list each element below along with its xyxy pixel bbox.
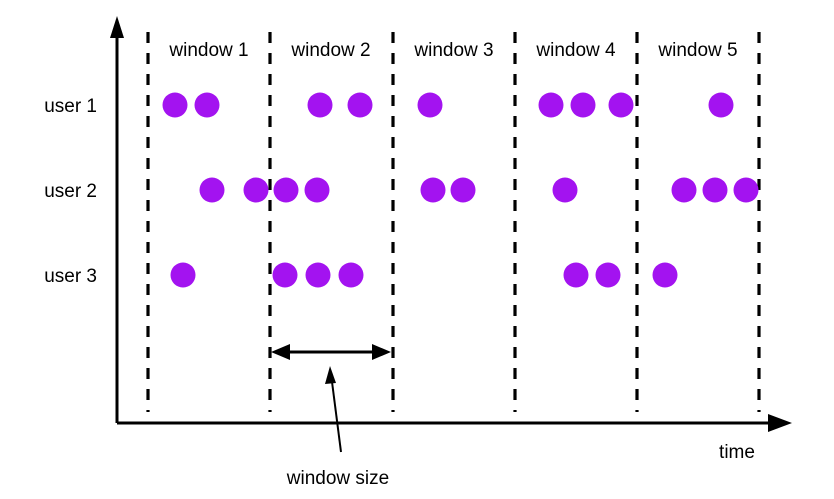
event-dot [420,177,446,203]
event-dot [702,177,728,203]
x-axis-label: time [719,442,755,463]
event-dot [305,262,331,288]
event-dots-user-1 [162,92,734,118]
window-label-2: window 2 [290,40,370,61]
event-dot [595,262,621,288]
event-dot [162,92,188,118]
event-dot [307,92,333,118]
event-dot [194,92,220,118]
event-dot [563,262,589,288]
event-dot [304,177,330,203]
window-size-leader-line [330,373,342,453]
row-label-user-2: user 2 [44,181,97,202]
window-label-1: window 1 [168,40,248,61]
window-labels-group: window 1 window 2 window 3 window 4 wind… [168,40,737,61]
window-size-measurement [271,344,391,360]
event-dot [552,177,578,203]
event-dot [708,92,734,118]
window-label-5: window 5 [657,40,737,61]
row-label-user-3: user 3 [44,266,97,287]
event-dot [338,262,364,288]
event-dot [273,177,299,203]
event-dot [243,177,269,203]
window-label-4: window 4 [535,40,616,61]
axes-group: time [110,16,792,463]
event-dot [608,92,634,118]
event-dots-user-2 [199,177,759,203]
window-size-label: window size [286,468,389,489]
event-dot [652,262,678,288]
window-separators-group [146,32,761,412]
event-dots-user-3 [170,262,678,288]
window-size-leader-arrowhead-icon [325,366,336,384]
event-dot [671,177,697,203]
window-size-leader: window size [286,366,389,489]
event-dot [570,92,596,118]
user-row-labels-group: user 1 user 2 user 3 [44,96,97,287]
event-dot [170,262,196,288]
window-size-arrow-right-head-icon [372,344,391,360]
event-dot [538,92,564,118]
event-dot [272,262,298,288]
event-dot [347,92,373,118]
window-size-arrow-left-head-icon [271,344,290,360]
x-axis-arrowhead-icon [768,414,792,432]
row-label-user-1: user 1 [44,96,97,117]
window-label-3: window 3 [413,40,493,61]
y-axis-arrowhead-icon [110,16,124,38]
event-dot [450,177,476,203]
event-dot [417,92,443,118]
event-dot [733,177,759,203]
event-dot [199,177,225,203]
